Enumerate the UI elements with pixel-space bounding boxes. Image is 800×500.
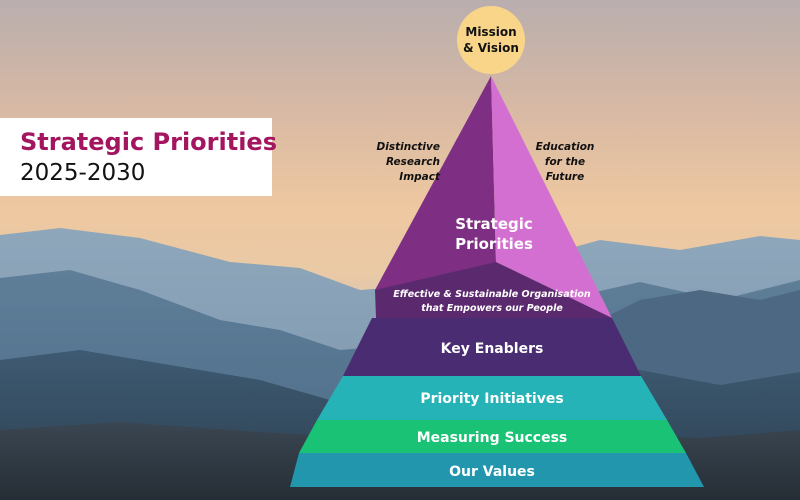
distinctive-research-label-2: Research bbox=[386, 156, 440, 168]
priority-initiatives-tier bbox=[317, 376, 667, 420]
effective-organisation-label-1: Effective & Sustainable Organisation bbox=[393, 289, 591, 300]
distinctive-research-label-3: Impact bbox=[399, 171, 441, 183]
vision-label: & Vision bbox=[463, 41, 519, 55]
measuring-success-label: Measuring Success bbox=[417, 430, 568, 446]
measuring-success-tier bbox=[299, 420, 686, 453]
title-years: 2025-2030 bbox=[20, 160, 146, 186]
key-enablers-label: Key Enablers bbox=[441, 341, 544, 357]
education-future-label-1: Education bbox=[536, 141, 595, 153]
effective-organisation-label-2: that Empowers our People bbox=[421, 303, 563, 314]
pyramid-left-face bbox=[375, 76, 496, 318]
priority-initiatives-label: Priority Initiatives bbox=[420, 391, 563, 407]
title-card: Strategic Priorities 2025-2030 bbox=[0, 118, 277, 196]
priorities-label: Priorities bbox=[455, 235, 533, 253]
mission-label: Mission bbox=[465, 25, 516, 39]
effective-organisation-band bbox=[375, 262, 612, 318]
pyramid-right-face bbox=[491, 76, 612, 318]
key-enablers-tier bbox=[343, 318, 641, 376]
education-future-label-2: for the bbox=[545, 156, 585, 168]
education-future-label-3: Future bbox=[546, 171, 584, 183]
strategic-label: Strategic bbox=[455, 215, 533, 233]
our-values-label: Our Values bbox=[449, 464, 535, 480]
title-heading: Strategic Priorities bbox=[20, 128, 277, 156]
distinctive-research-label-1: Distinctive bbox=[377, 141, 440, 153]
our-values-tier bbox=[290, 453, 704, 487]
mission-vision-circle bbox=[457, 6, 525, 74]
